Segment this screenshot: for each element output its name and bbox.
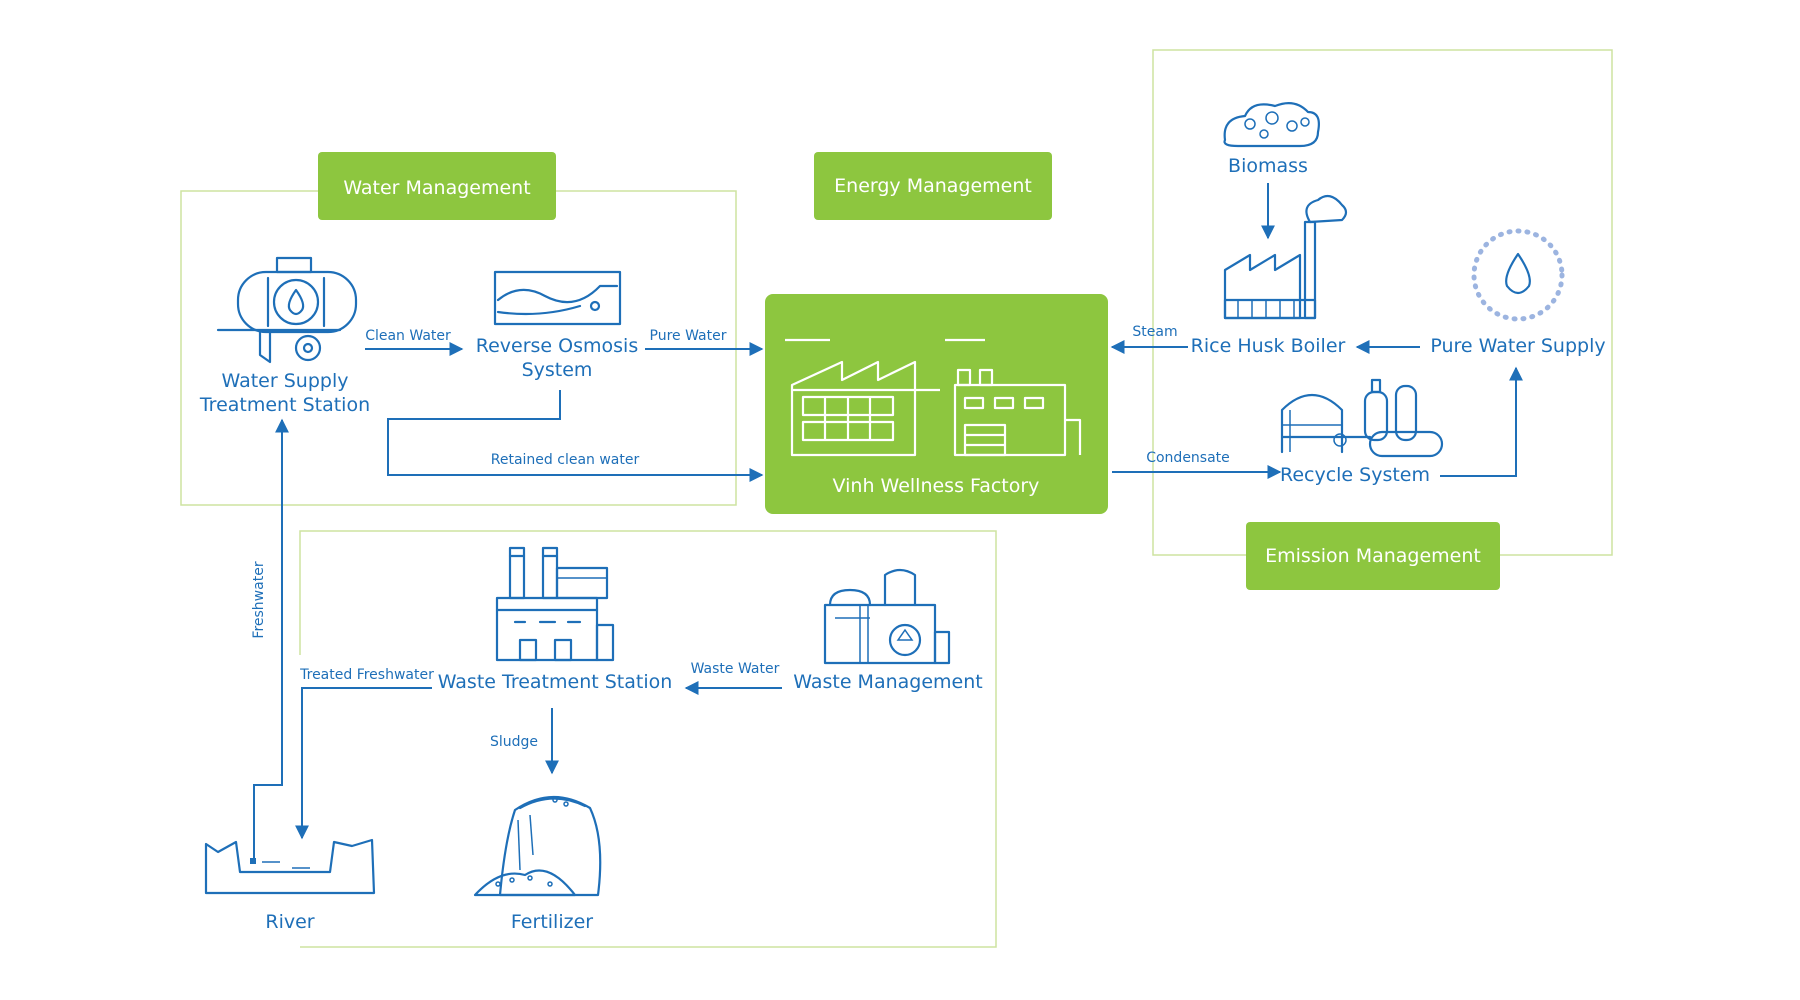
svg-text:Vinh Wellness Factory: Vinh Wellness Factory bbox=[833, 475, 1040, 497]
pure-water-label: Pure Water bbox=[650, 328, 727, 344]
recycle-system-label: Recycle System bbox=[1280, 464, 1430, 486]
water-tank-icon bbox=[216, 256, 358, 364]
water-supply-label-line2: Treatment Station bbox=[199, 394, 370, 416]
water-supply-label-line1: Water Supply bbox=[222, 370, 349, 392]
svg-text:Emission Management: Emission Management bbox=[1265, 545, 1481, 567]
svg-text:Energy Management: Energy Management bbox=[834, 175, 1032, 197]
freshwater-arrow bbox=[253, 418, 289, 858]
fertilizer-bag-icon bbox=[473, 795, 602, 897]
river-icon bbox=[204, 838, 376, 895]
treated-freshwater-label: Treated Freshwater bbox=[299, 667, 434, 683]
waste-water-label: Waste Water bbox=[691, 661, 780, 677]
reverse-osmosis-label-line1: Reverse Osmosis bbox=[476, 335, 638, 357]
waste-treatment-station-label: Waste Treatment Station bbox=[438, 671, 673, 693]
reverse-osmosis-icon bbox=[493, 270, 622, 326]
freshwater-label: Freshwater bbox=[251, 561, 267, 638]
steam-label: Steam bbox=[1132, 324, 1177, 340]
svg-text:Water Management: Water Management bbox=[343, 177, 530, 199]
treated-freshwater-arrow bbox=[295, 687, 432, 840]
waste-plant-icon bbox=[823, 568, 951, 665]
boiler-plant-icon bbox=[1223, 194, 1348, 320]
sludge-label: Sludge bbox=[490, 734, 538, 750]
emission-management-tag: Emission Management bbox=[1246, 522, 1500, 590]
condensate-label: Condensate bbox=[1146, 450, 1230, 466]
rice-husk-boiler-label: Rice Husk Boiler bbox=[1191, 335, 1346, 357]
water-management-tag: Water Management bbox=[318, 152, 556, 220]
reverse-osmosis-label-line2: System bbox=[522, 359, 593, 381]
water-drop-icon bbox=[1471, 228, 1565, 322]
recycle-to-pure-water-arrow bbox=[1440, 366, 1523, 477]
factory-box: Vinh Wellness Factory bbox=[765, 294, 1108, 514]
recycle-plant-icon bbox=[1280, 378, 1444, 458]
fertilizer-label: Fertilizer bbox=[511, 911, 593, 933]
treatment-plant-icon bbox=[495, 546, 615, 662]
factory-icon bbox=[785, 338, 1082, 457]
biomass-pile-icon bbox=[1223, 101, 1320, 148]
retained-clean-water-arrow bbox=[387, 390, 764, 482]
waste-region bbox=[299, 530, 997, 948]
energy-management-tag: Energy Management bbox=[814, 152, 1052, 220]
clean-water-label: Clean Water bbox=[365, 328, 451, 344]
retained-clean-water-label: Retained clean water bbox=[491, 452, 640, 468]
biomass-label: Biomass bbox=[1228, 155, 1308, 177]
pure-water-supply-label: Pure Water Supply bbox=[1430, 335, 1605, 357]
waste-management-label: Waste Management bbox=[793, 671, 982, 693]
river-label: River bbox=[265, 911, 314, 933]
